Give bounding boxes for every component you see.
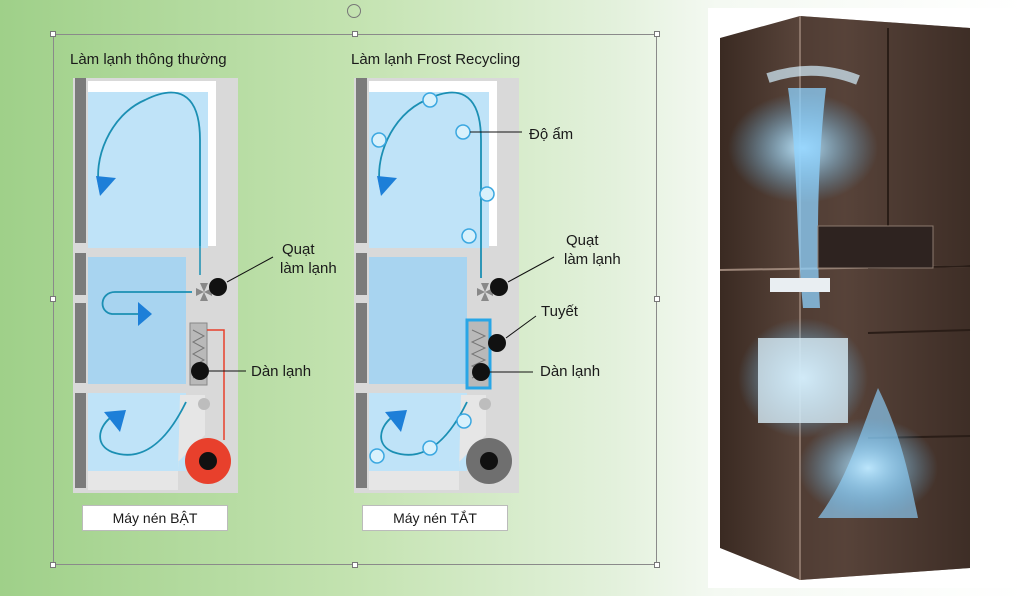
resize-handle-bottom-left[interactable] <box>50 562 56 568</box>
air-vent <box>770 278 830 292</box>
airflow-arrow <box>138 302 152 326</box>
frost-label: Tuyết <box>541 303 578 320</box>
resize-handle-top-left[interactable] <box>50 31 56 37</box>
callout-dot <box>472 363 490 381</box>
door-hinge <box>75 78 86 243</box>
right-panel-title: Làm lạnh Frost Recycling <box>351 51 521 68</box>
compressor-status-on: Máy nén BẬT <box>82 505 228 531</box>
evaporator-label-right: Dàn lạnh <box>540 363 601 380</box>
fan-icon <box>196 283 212 301</box>
left-panel-title: Làm lạnh thông thường <box>70 51 227 68</box>
resize-handle-bottom-right[interactable] <box>654 562 660 568</box>
fan-label-right: Quạt làm lạnh <box>564 232 621 268</box>
airflow-arrow <box>377 176 397 196</box>
humidity-label: Độ ẩm <box>529 126 574 143</box>
resize-handle-top[interactable] <box>352 31 358 37</box>
right-fridge <box>354 78 555 493</box>
callout-dot <box>191 362 209 380</box>
freezer-drawer <box>88 257 186 384</box>
compressor-status-off: Máy nén TẮT <box>362 505 508 531</box>
refrigerant-line <box>207 329 225 440</box>
evaporator-unit <box>758 338 848 423</box>
moisture-droplets <box>369 92 495 464</box>
drain-icon <box>479 398 491 410</box>
vegetable-drawer <box>88 393 186 471</box>
callout-dot <box>209 278 227 296</box>
fridge-shelf-box <box>817 225 934 269</box>
freezer-drawer <box>369 257 467 384</box>
rotate-handle-icon[interactable] <box>347 4 361 18</box>
airflow-arrow <box>96 176 116 196</box>
airflow-arrow <box>385 410 407 432</box>
callout-dot <box>488 334 506 352</box>
airflow-arrow <box>104 410 126 432</box>
resize-handle-left[interactable] <box>50 296 56 302</box>
vegetable-drawer <box>369 393 467 471</box>
drain-icon <box>198 398 210 410</box>
fridge-compartment <box>88 92 208 248</box>
resize-handle-top-right[interactable] <box>654 31 660 37</box>
fridge-compartment <box>369 92 489 248</box>
refrigerator-airflow-photo <box>708 8 1016 588</box>
evaporator-label-left: Dàn lạnh <box>251 363 312 380</box>
callout-dot <box>490 278 508 296</box>
left-fridge <box>73 78 274 493</box>
fan-label-left: Quạt làm lạnh <box>280 241 337 277</box>
resize-handle-right[interactable] <box>654 296 660 302</box>
airflow-stream <box>788 88 826 308</box>
resize-handle-bottom[interactable] <box>352 562 358 568</box>
